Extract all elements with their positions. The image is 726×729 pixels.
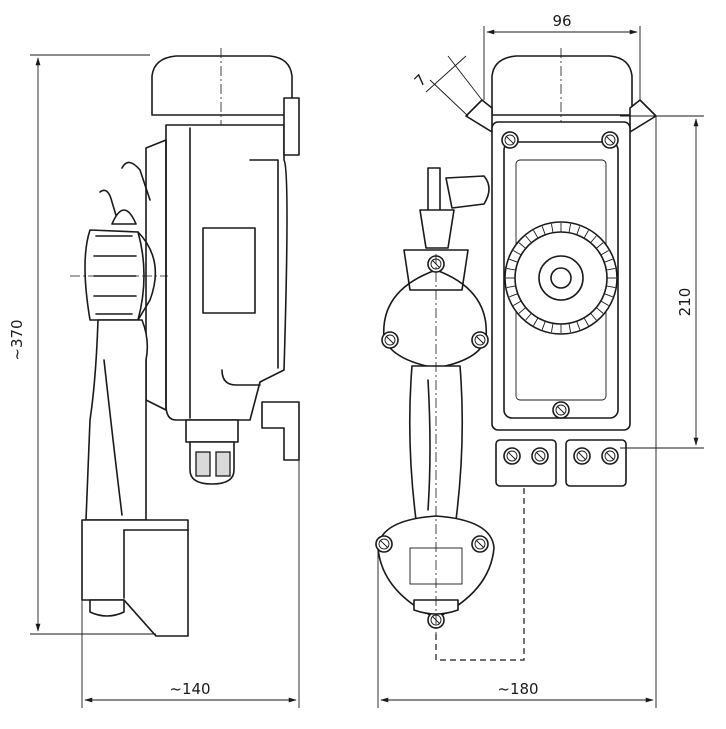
front-bracket	[465, 99, 493, 133]
front-bell	[491, 55, 633, 116]
dimension-labels: ~370 ~140 ~180 96 210 7	[8, 12, 694, 698]
dimension-lines	[30, 26, 704, 708]
side-dial	[84, 229, 145, 321]
side-handset	[85, 319, 149, 521]
front-view	[375, 48, 657, 661]
side-bracket-bottom	[261, 401, 300, 461]
dim-label-180: ~180	[497, 680, 538, 698]
front-dial	[504, 221, 618, 335]
dim-label-140: ~140	[169, 680, 210, 698]
dim-label-7: 7	[411, 71, 430, 90]
side-view	[70, 48, 300, 637]
dim-label-370: ~370	[8, 319, 26, 360]
side-bell	[151, 55, 293, 116]
front-mouthpiece	[382, 269, 488, 369]
dim-label-96: 96	[552, 12, 571, 30]
side-earpiece	[81, 519, 189, 637]
cable-path	[435, 488, 525, 661]
side-label-plate	[202, 227, 256, 314]
side-bracket-top	[283, 97, 300, 156]
dim-label-210: 210	[676, 288, 694, 317]
front-glands	[495, 439, 627, 487]
